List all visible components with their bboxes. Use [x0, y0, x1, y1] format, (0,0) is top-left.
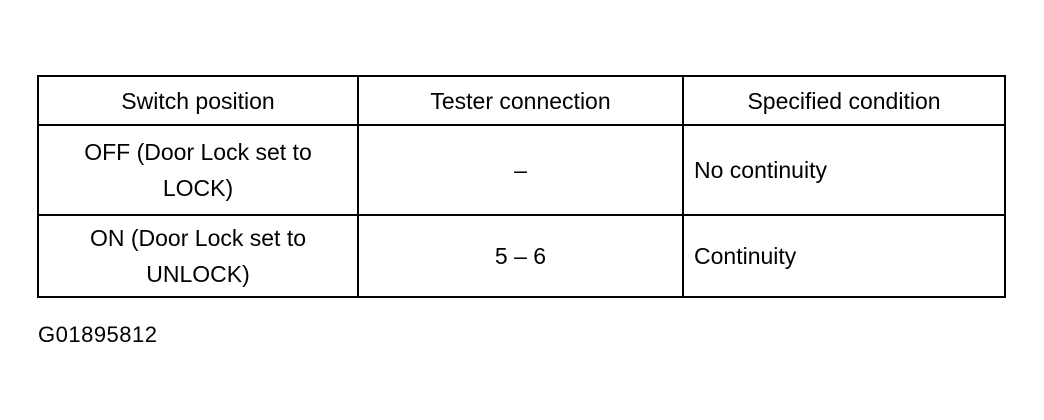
- header-tester-connection: Tester connection: [357, 75, 684, 126]
- specified-condition-cell: No continuity: [682, 124, 1006, 216]
- table-row: ON (Door Lock set to UNLOCK) 5 – 6 Conti…: [37, 214, 1006, 298]
- table-header-row: Switch position Tester connection Specif…: [37, 75, 1006, 126]
- header-switch-position: Switch position: [37, 75, 359, 126]
- switch-position-line: UNLOCK): [146, 261, 250, 287]
- tester-connection-cell: 5 – 6: [357, 214, 684, 298]
- switch-position-cell: ON (Door Lock set to UNLOCK): [37, 214, 359, 298]
- specified-condition-cell: Continuity: [682, 214, 1006, 298]
- header-specified-condition: Specified condition: [682, 75, 1006, 126]
- tester-connection-cell: –: [357, 124, 684, 216]
- figure-code: G01895812: [38, 322, 158, 347]
- switch-position-cell: OFF (Door Lock set to LOCK): [37, 124, 359, 216]
- switch-position-line: LOCK): [162, 175, 234, 201]
- switch-position-line: OFF (Door Lock set to: [84, 139, 312, 165]
- switch-position-line: ON (Door Lock set to: [89, 225, 307, 251]
- switch-inspection-table: Switch position Tester connection Specif…: [37, 75, 1006, 298]
- table-row: OFF (Door Lock set to LOCK) – No continu…: [37, 124, 1006, 216]
